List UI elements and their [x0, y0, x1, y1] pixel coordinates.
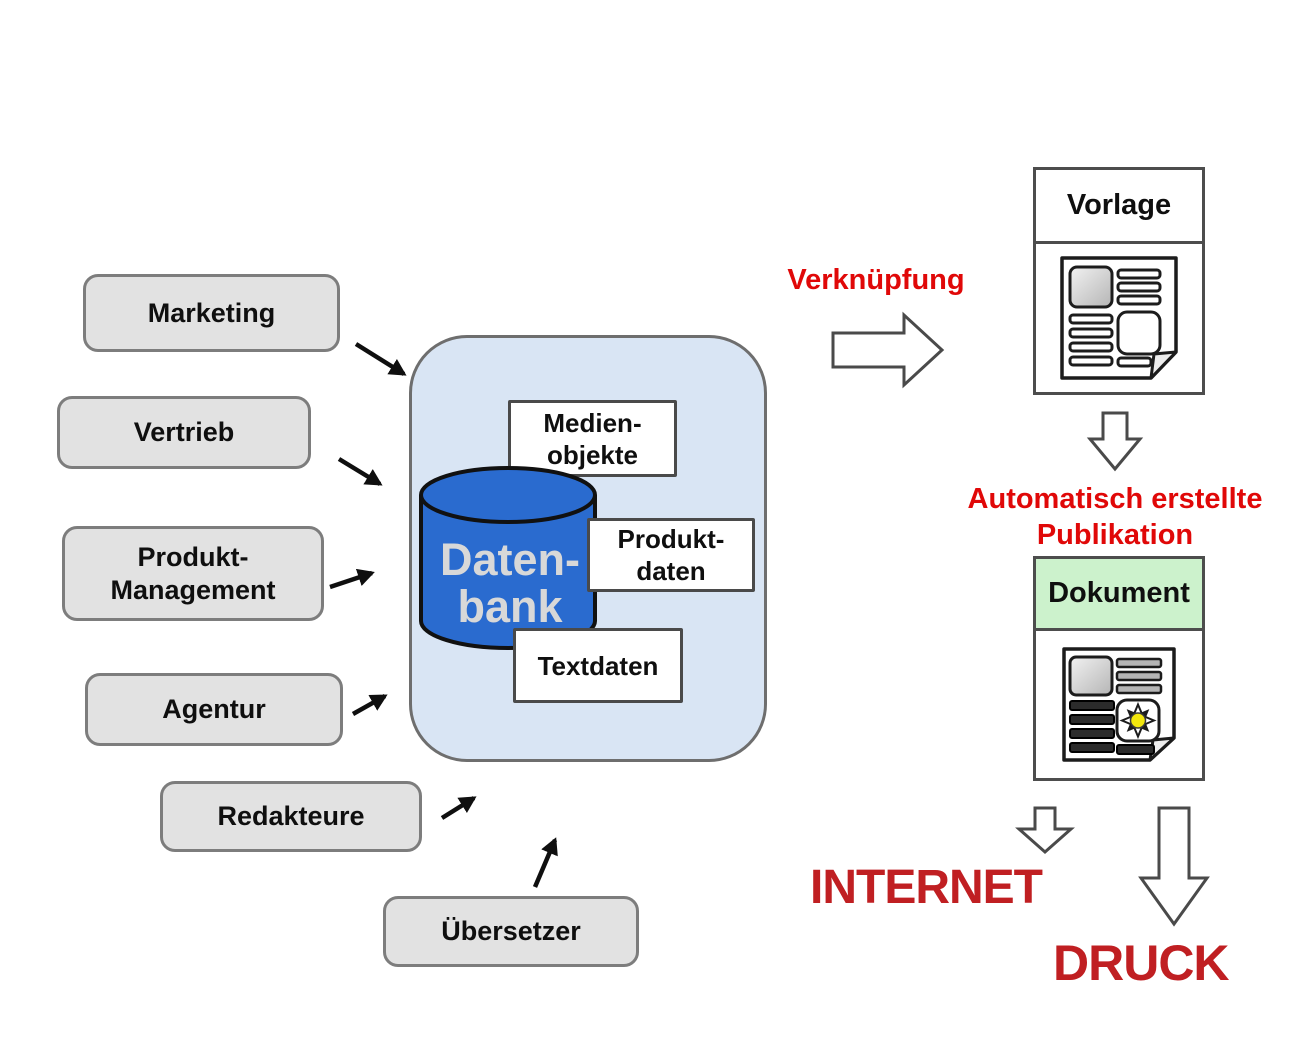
- database-label-line1: Daten-: [439, 534, 580, 585]
- hollow-arrow-link-right: [831, 311, 945, 389]
- store-label: Produkt- daten: [617, 524, 725, 586]
- dept-label: Übersetzer: [441, 916, 581, 946]
- template-box: Vorlage: [1033, 167, 1205, 395]
- store-label: Medien- objekte: [543, 407, 642, 470]
- sun-icon: [1119, 701, 1157, 740]
- dept-label: Redakteure: [217, 801, 365, 831]
- dept-box-redakteure: Redakteure: [160, 781, 422, 852]
- document-box-title: Dokument: [1048, 577, 1190, 609]
- arrow-vertrieb-to-database: [337, 457, 383, 486]
- arrow-redakteure-to-database: [440, 796, 477, 820]
- template-box-title: Vorlage: [1066, 189, 1172, 221]
- database-label-line2: bank: [457, 581, 563, 632]
- dept-label: Marketing: [147, 297, 276, 328]
- dept-box-agentur: Agentur: [85, 673, 343, 746]
- store-label: Textdaten: [537, 650, 659, 681]
- document-box: Dokument: [1033, 556, 1205, 781]
- dept-box-marketing: Marketing: [83, 274, 340, 352]
- database-cylinder-icon: [419, 466, 597, 650]
- document-box-header: Dokument: [1036, 559, 1202, 631]
- store-box-textdaten: Textdaten: [513, 628, 683, 703]
- dept-label: Vertrieb: [133, 417, 235, 447]
- dept-box-vertrieb: Vertrieb: [57, 396, 311, 469]
- dept-box-produkt-management: Produkt- Management: [62, 526, 324, 621]
- arrow-marketing-to-database: [354, 342, 407, 376]
- arrow-uebersetzer-to-database: [532, 837, 558, 888]
- output-internet-label: INTERNET: [810, 861, 1043, 914]
- arrow-agentur-to-database: [351, 694, 388, 716]
- arrow-produktmanagement-to-database: [329, 568, 375, 590]
- publication-caption: Automatisch erstellte Publikation: [967, 483, 1263, 551]
- store-box-produktdaten: Produkt- daten: [587, 518, 755, 592]
- hollow-arrow-to-druck: [1138, 806, 1210, 927]
- output-druck-label: DRUCK: [1053, 935, 1230, 991]
- document-page-icon: [1062, 647, 1176, 762]
- template-box-body: [1036, 244, 1202, 392]
- template-box-header: Vorlage: [1036, 170, 1202, 244]
- hollow-arrow-to-internet: [1015, 806, 1075, 855]
- template-page-icon: [1060, 256, 1178, 380]
- dept-box-uebersetzer: Übersetzer: [383, 896, 639, 967]
- link-label: Verknüpfung: [787, 264, 965, 296]
- document-box-body: [1036, 631, 1202, 778]
- dept-label: Produkt- Management: [110, 541, 276, 605]
- dept-label: Agentur: [162, 694, 266, 724]
- store-box-medienobjekte: Medien- objekte: [508, 400, 677, 477]
- hollow-arrow-template-down: [1086, 411, 1144, 472]
